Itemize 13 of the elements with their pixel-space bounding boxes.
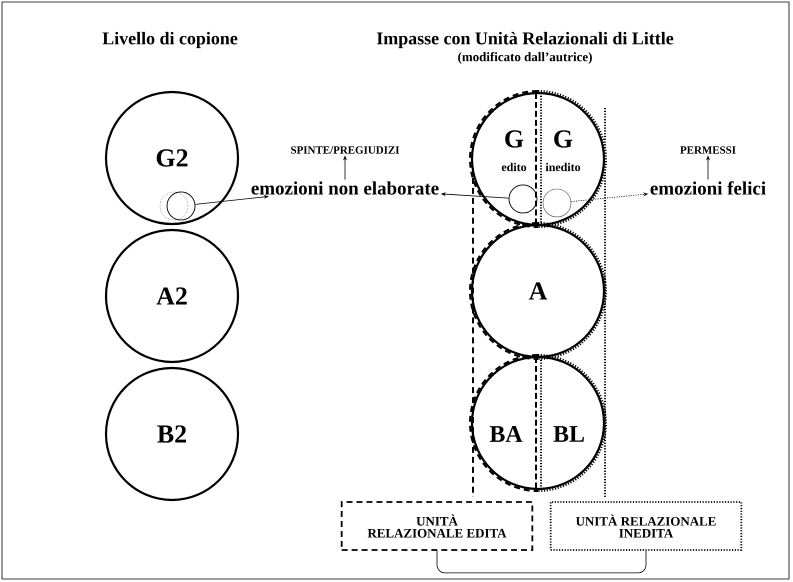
small-circle [166,192,196,220]
heading: (modificato dall’autrice) [458,52,592,64]
heading: Livello di copione [102,32,238,48]
label-text: PERMESSI [680,146,736,154]
heading: Impasse con Unità Relazionali di Little [376,32,674,48]
label-text: SPINTE/PREGIUDIZI [291,146,400,154]
small-circle [542,188,572,218]
unit-box: UNITÀ RELAZIONALE INEDITA [550,501,742,551]
unit-box: UNITÀ RELAZIONALE EDITA [340,501,534,551]
small-circle [508,184,538,214]
label-text: emozioni felici [650,181,766,195]
label-text: emozioni non elaborate [252,181,439,195]
bracket [436,550,646,574]
